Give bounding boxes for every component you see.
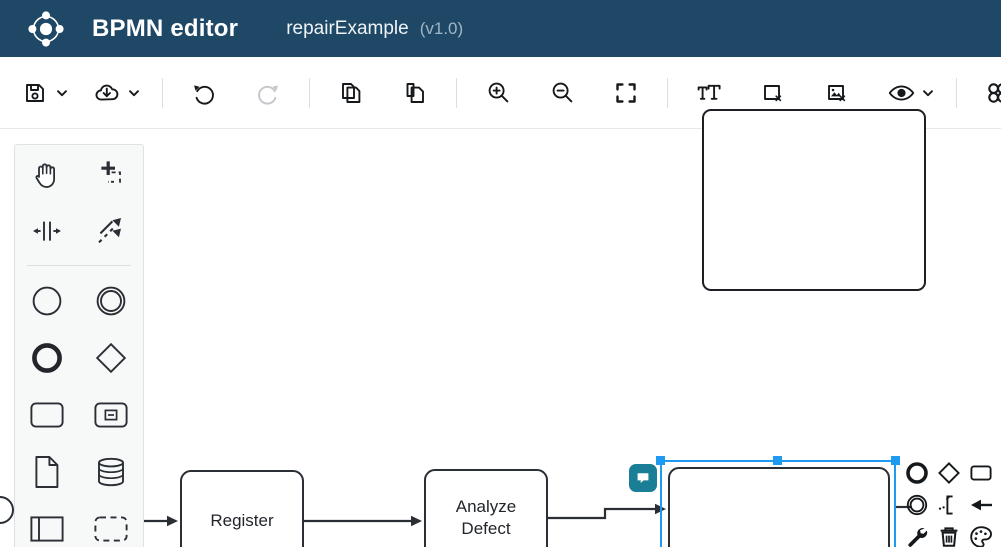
resize-handle-top-center[interactable] bbox=[773, 456, 782, 465]
ctx-append-task[interactable] bbox=[965, 457, 997, 489]
palette-task[interactable] bbox=[15, 386, 79, 443]
palette-connect-tool[interactable] bbox=[79, 202, 143, 259]
visibility-button[interactable] bbox=[884, 76, 918, 110]
palette-hand-tool[interactable] bbox=[15, 145, 79, 202]
copy-button[interactable] bbox=[334, 76, 368, 110]
resize-handle-top-left[interactable] bbox=[656, 456, 665, 465]
ctx-color[interactable] bbox=[965, 521, 997, 547]
redo-button[interactable] bbox=[251, 76, 285, 110]
comment-bubble-icon[interactable] bbox=[629, 464, 657, 492]
task-analyze[interactable]: Analyze Defect bbox=[424, 469, 548, 547]
palette-space-tool[interactable] bbox=[15, 202, 79, 259]
toolbar-divider bbox=[309, 77, 310, 108]
palette-start-event[interactable] bbox=[15, 272, 79, 329]
task-label-line1: Analyze bbox=[455, 497, 517, 517]
text-size-button[interactable] bbox=[692, 76, 726, 110]
toolbar-divider bbox=[162, 77, 163, 108]
paste-button[interactable] bbox=[398, 76, 432, 110]
palette-subprocess[interactable] bbox=[79, 386, 143, 443]
visibility-dropdown-caret[interactable] bbox=[918, 76, 938, 110]
task-label: Register bbox=[210, 511, 274, 531]
app-header: BPMN editor repairExample (v1.0) bbox=[0, 0, 1001, 57]
palette-group[interactable] bbox=[79, 500, 143, 547]
ctx-connect[interactable] bbox=[965, 489, 997, 521]
toolbar-divider bbox=[667, 77, 668, 108]
palette-lasso-tool[interactable] bbox=[79, 145, 143, 202]
ctx-settings[interactable] bbox=[901, 521, 933, 547]
zoom-in-button[interactable] bbox=[481, 76, 515, 110]
task-label-line2: Defect bbox=[461, 519, 511, 538]
ctx-append-end-event[interactable] bbox=[901, 457, 933, 489]
ctx-append-intermediate[interactable] bbox=[901, 489, 933, 521]
save-dropdown-caret[interactable] bbox=[52, 76, 72, 110]
export-svg-button[interactable] bbox=[756, 76, 790, 110]
ctx-append-text-annotation[interactable] bbox=[933, 489, 965, 521]
palette-intermediate-event[interactable] bbox=[79, 272, 143, 329]
properties-button[interactable] bbox=[981, 76, 1001, 110]
element-palette bbox=[14, 144, 144, 547]
palette-data-store[interactable] bbox=[79, 443, 143, 500]
task-register[interactable]: Register bbox=[180, 470, 304, 547]
download-dropdown-caret[interactable] bbox=[124, 76, 144, 110]
context-pad bbox=[901, 457, 1001, 547]
diagram-canvas[interactable]: Register Analyze Defect Repair (Complex) bbox=[0, 130, 1001, 547]
task-repair[interactable]: Repair (Complex) bbox=[668, 467, 890, 547]
undo-button[interactable] bbox=[187, 76, 221, 110]
zoom-out-button[interactable] bbox=[545, 76, 579, 110]
toolbar-divider bbox=[956, 77, 957, 108]
palette-end-event[interactable] bbox=[15, 329, 79, 386]
palette-gateway[interactable] bbox=[79, 329, 143, 386]
save-button[interactable] bbox=[18, 76, 52, 110]
toolbar-divider bbox=[456, 77, 457, 108]
resize-handle-top-right[interactable] bbox=[891, 456, 900, 465]
ctx-append-gateway[interactable] bbox=[933, 457, 965, 489]
palette-data-object[interactable] bbox=[15, 443, 79, 500]
ctx-delete[interactable] bbox=[933, 521, 965, 547]
bpmn-node-logo-icon bbox=[26, 9, 66, 49]
page-title: BPMN editor bbox=[92, 14, 239, 42]
palette-pool[interactable] bbox=[15, 500, 79, 547]
download-button[interactable] bbox=[90, 76, 124, 110]
minimap-panel[interactable] bbox=[702, 109, 926, 291]
document-name: repairExample bbox=[286, 17, 409, 39]
palette-divider bbox=[27, 265, 131, 266]
document-version: (v1.0) bbox=[419, 18, 464, 38]
export-image-button[interactable] bbox=[820, 76, 854, 110]
fit-to-screen-button[interactable] bbox=[609, 76, 643, 110]
